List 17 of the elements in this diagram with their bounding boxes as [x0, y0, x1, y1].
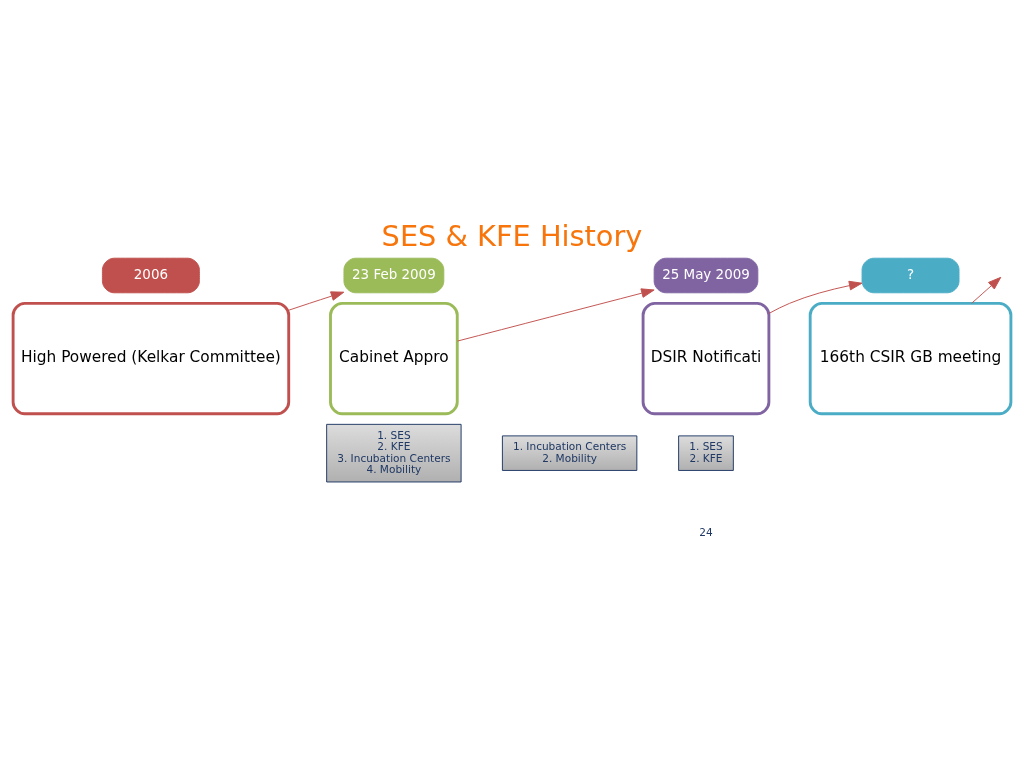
node-box: ?	[861, 257, 960, 293]
node-box: Cabinet Appro	[329, 301, 459, 415]
arrow	[457, 287, 655, 342]
arrow	[768, 280, 863, 314]
label: 24	[699, 525, 713, 538]
node-box: High Powered (Kelkar Committee)	[11, 301, 291, 415]
node-box: 1. Incubation Centers 2. Mobility	[501, 434, 638, 471]
node-box: 166th CSIR GB meeting	[808, 301, 1013, 415]
node-box: 1. SES 2. KFE	[678, 434, 734, 471]
node-box: 25 May 2009	[653, 257, 759, 293]
node-box: 2006	[101, 257, 200, 293]
node-box: 1. SES 2. KFE 3. Incubation Centers 4. Mobility	[326, 423, 462, 482]
arrow	[971, 276, 1002, 304]
node-box: DSIR Notificati	[641, 301, 771, 415]
arrow	[288, 290, 345, 311]
node-box: 23 Feb 2009	[343, 257, 445, 293]
diagram-title: SES & KFE History	[381, 218, 643, 253]
